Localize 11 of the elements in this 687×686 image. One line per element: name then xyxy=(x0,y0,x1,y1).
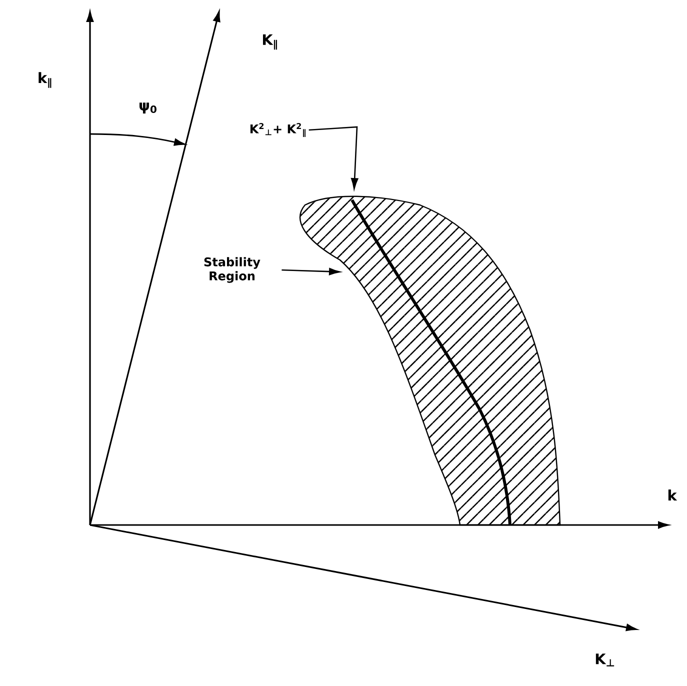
axis-label: ψ$_{0}$ xyxy=(140,102,156,114)
hatched-region xyxy=(299,196,561,526)
region-label: Stability Region xyxy=(204,257,260,283)
center-curve xyxy=(350,199,512,525)
leader-arrow xyxy=(308,126,358,190)
axis-label: K$_{∥}$ xyxy=(263,34,277,50)
axis-label: k$_{∥}$ xyxy=(38,72,52,88)
axis-label: k xyxy=(668,490,678,500)
leader-arrow xyxy=(282,268,340,276)
curve-label: K$^{2}$$_{⊥}$+ K$^{2}$∥ xyxy=(250,123,306,137)
axis-label: K$_{⊥}$ xyxy=(596,654,614,666)
